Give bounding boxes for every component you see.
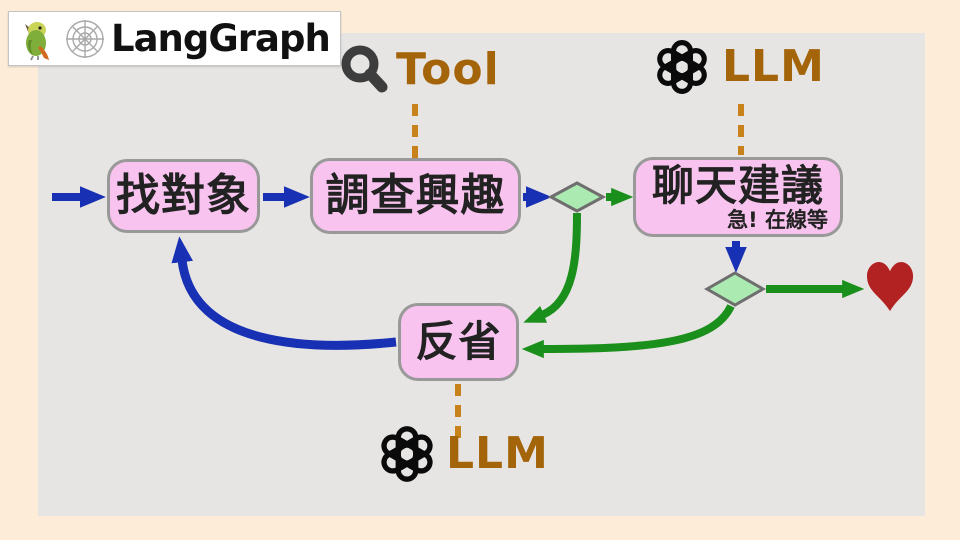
logo-title: LangGraph	[111, 17, 331, 60]
node-label: 聊天建議	[651, 160, 824, 210]
spiderweb-icon	[66, 19, 104, 58]
node-label: 找對象	[116, 169, 251, 221]
llm-bottom-label: LLM	[446, 428, 549, 479]
node-reflect: 反省	[398, 303, 519, 381]
node-chat-advice: 聊天建議 急! 在線等	[633, 157, 843, 237]
openai-icon	[381, 426, 433, 482]
node-find-partner: 找對象	[107, 159, 260, 233]
node-sublabel: 急! 在線等	[727, 208, 828, 232]
node-label: 調查興趣	[325, 169, 506, 221]
node-research-interest: 調查興趣	[310, 158, 521, 234]
llm-top-annotation: LLM	[652, 36, 825, 98]
tool-annotation: Tool	[336, 42, 500, 98]
node-label: 反省	[415, 316, 502, 366]
langgraph-logo: LangGraph	[8, 11, 341, 66]
tool-label: Tool	[396, 44, 500, 95]
llm-top-label: LLM	[722, 41, 825, 92]
search-icon	[341, 45, 388, 93]
openai-icon	[657, 40, 707, 94]
parrot-icon	[25, 21, 49, 60]
llm-bottom-annotation: LLM	[376, 422, 549, 486]
